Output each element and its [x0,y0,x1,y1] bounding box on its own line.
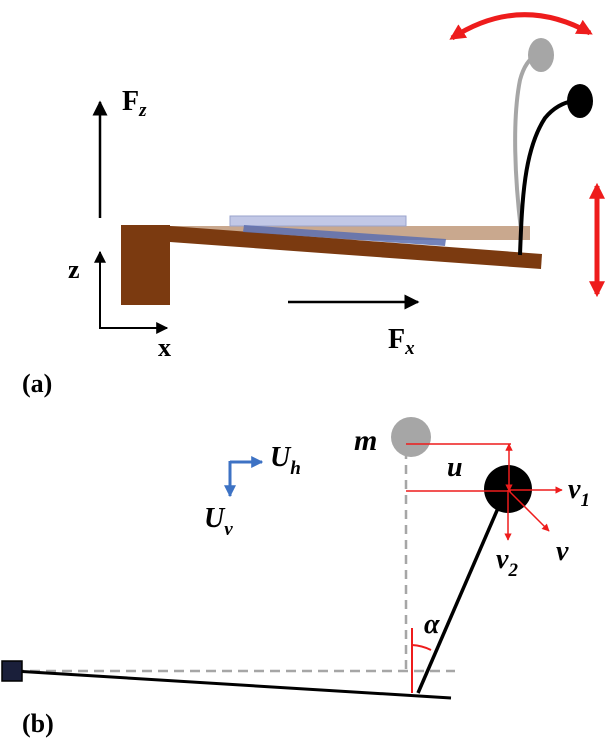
double-curved-arrow-icon [449,12,593,41]
uv-label: Uv [204,503,233,540]
pendulum-rest-bob [528,38,554,72]
panel-a: Fz z x Fx (a) [22,12,606,398]
clamp-block [121,225,170,305]
beam-deflected [170,226,542,269]
mass-rest-circle [391,417,431,457]
plate-deflected [243,225,446,246]
fixed-anchor-square-icon [1,660,23,682]
pendulum-swung-stem [518,99,575,256]
panel-b-label: (b) [22,709,54,738]
panel-a-label: (a) [22,369,52,398]
alpha-label: α [424,609,440,640]
axis-x-label: x [158,333,171,362]
v-vector [507,489,550,532]
pendulum-swung-bob [567,84,593,118]
panel-b: m u v1 v2 v α Uh Uv (b) [1,417,590,738]
v-label: v [556,536,569,567]
v1-label: v1 [568,474,590,511]
force-z-label: Fz [122,86,147,121]
force-x-label: Fx [388,324,415,359]
mass-label: m [354,424,377,457]
displacement-label: u [447,452,463,483]
v2-label: v2 [496,544,518,581]
uh-label: Uh [270,442,301,479]
pendulum-rod [416,491,507,694]
axis-z-label: z [68,255,80,284]
plate-rest-faded [229,215,407,227]
beam-line [13,669,452,700]
alpha-arc [411,644,432,651]
